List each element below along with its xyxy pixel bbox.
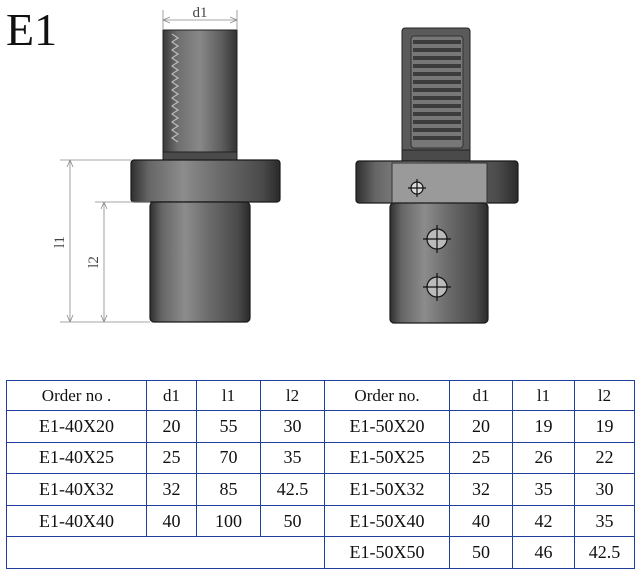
- l2-cell: 35: [574, 504, 635, 538]
- l1-cell: 46: [512, 536, 575, 569]
- table-header-row: Order no . d1 l1 l2 Order no. d1 l1 l2: [6, 379, 635, 412]
- d1-cell: 20: [146, 410, 197, 443]
- empty-cell: [6, 536, 325, 569]
- header-order-no-left: Order no .: [6, 379, 147, 412]
- header-d1-right: d1: [449, 379, 513, 412]
- l1-cell: 26: [512, 441, 575, 475]
- dim-label-d1: d1: [193, 5, 208, 21]
- l2-cell: 42.5: [260, 473, 325, 506]
- d1-cell: 32: [449, 473, 513, 506]
- l2-cell: 42.5: [574, 536, 635, 569]
- l1-cell: 42: [512, 504, 575, 538]
- holder-front-view: [355, 27, 519, 324]
- header-l2-left: l2: [260, 379, 325, 412]
- order-table: Order no . d1 l1 l2 Order no. d1 l1 l2 E…: [6, 379, 635, 569]
- l1-cell: 19: [512, 410, 575, 443]
- table-row: E1-40X40 40 100 50 E1-50X40 40 42 35: [6, 504, 635, 538]
- l2-cell: 50: [260, 504, 325, 538]
- order-no-cell: E1-50X32: [324, 473, 450, 506]
- order-no-cell: E1-40X32: [6, 473, 147, 506]
- header-d1-left: d1: [146, 379, 197, 412]
- l2-cell: 30: [574, 473, 635, 506]
- table-row: E1-40X25 25 70 35 E1-50X25 25 26 22: [6, 441, 635, 475]
- d1-cell: 20: [449, 410, 513, 443]
- dim-label-l1: l1: [52, 236, 68, 248]
- order-no-cell: E1-50X40: [324, 504, 450, 538]
- l1-cell: 35: [512, 473, 575, 506]
- l1-cell: 85: [196, 473, 261, 506]
- d1-cell: 25: [449, 441, 513, 475]
- l2-cell: 19: [574, 410, 635, 443]
- d1-cell: 25: [146, 441, 197, 475]
- l2-cell: 30: [260, 410, 325, 443]
- order-no-cell: E1-40X25: [6, 441, 147, 475]
- table-row: E1-50X50 50 46 42.5: [6, 536, 635, 569]
- table-row: E1-40X20 20 55 30 E1-50X20 20 19 19: [6, 410, 635, 443]
- l1-cell: 70: [196, 441, 261, 475]
- screw-holes: [408, 179, 451, 301]
- dim-label-l2: l2: [86, 256, 102, 268]
- holder-side-view: [130, 29, 281, 323]
- d1-cell: 50: [449, 536, 513, 569]
- l2-cell: 22: [574, 441, 635, 475]
- order-no-cell: E1-50X25: [324, 441, 450, 475]
- l2-cell: 35: [260, 441, 325, 475]
- technical-drawing: d1 l1 l2: [52, 5, 519, 324]
- header-order-no-right: Order no.: [324, 379, 450, 412]
- table-row: E1-40X32 32 85 42.5 E1-50X32 32 35 30: [6, 473, 635, 506]
- header-l2-right: l2: [574, 379, 635, 412]
- order-no-cell: E1-40X20: [6, 410, 147, 443]
- header-l1-left: l1: [196, 379, 261, 412]
- product-title: E1: [6, 4, 58, 55]
- header-l1-right: l1: [512, 379, 575, 412]
- dimension-lines: [60, 10, 238, 323]
- order-no-cell: E1-50X20: [324, 410, 450, 443]
- l1-cell: 100: [196, 504, 261, 538]
- order-no-cell: E1-40X40: [6, 504, 147, 538]
- d1-cell: 40: [146, 504, 197, 538]
- order-no-cell: E1-50X50: [324, 536, 450, 569]
- rack-teeth: [410, 35, 464, 149]
- shank-teeth: [170, 33, 180, 143]
- d1-cell: 32: [146, 473, 197, 506]
- l1-cell: 55: [196, 410, 261, 443]
- d1-cell: 40: [449, 504, 513, 538]
